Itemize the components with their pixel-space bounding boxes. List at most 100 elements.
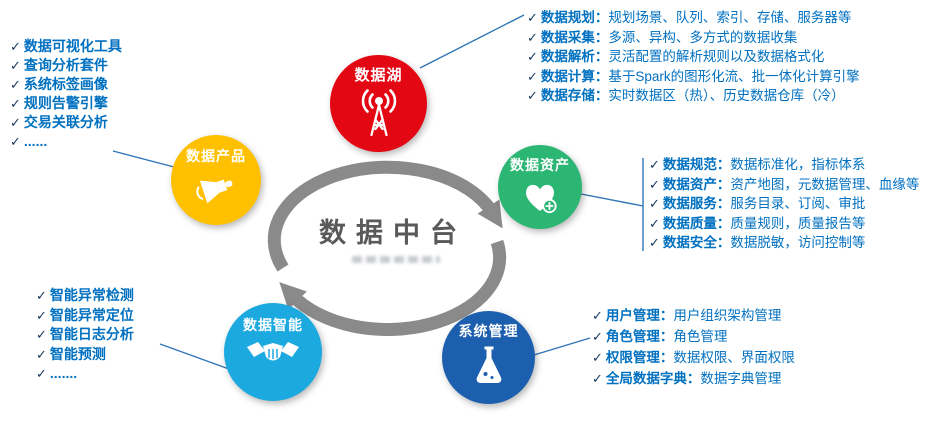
feature-item: ✓权限管理：数据权限、界面权限 bbox=[592, 347, 795, 368]
check-icon: ✓ bbox=[592, 308, 603, 323]
check-icon: ✓ bbox=[10, 115, 21, 130]
feature-desc: 多源、异构、多方式的数据收集 bbox=[608, 29, 798, 45]
node-data-product: 数据产品 bbox=[171, 135, 261, 225]
check-icon: ✓ bbox=[10, 39, 21, 54]
feature-term: 数据质量： bbox=[662, 215, 731, 231]
feature-item: ✓智能预测 bbox=[36, 345, 134, 365]
data-product-feature-list: ✓数据可视化工具 ✓查询分析套件 ✓系统标签画像 ✓规则告警引擎 ✓交易关联分析… bbox=[10, 37, 122, 151]
feature-term: 权限管理： bbox=[605, 350, 674, 365]
check-icon: ✓ bbox=[592, 350, 603, 365]
feature-item: ✓查询分析套件 bbox=[10, 56, 122, 75]
check-icon: ✓ bbox=[36, 327, 47, 342]
node-label: 数据产品 bbox=[186, 148, 246, 164]
feature-item: ✓数据资产：资产地图，元数据管理、血缘等 bbox=[649, 175, 919, 195]
broadcast-tower-icon bbox=[357, 88, 401, 138]
feature-desc: 数据标准化，指标体系 bbox=[730, 157, 866, 172]
connector-line-lake bbox=[419, 14, 525, 69]
node-data-lake: 数据湖 bbox=[330, 55, 427, 152]
check-icon: ✓ bbox=[592, 371, 603, 386]
feature-term: 数据安全： bbox=[662, 235, 731, 250]
data-lake-feature-list: ✓数据规划：规划场景、队列、索引、存储、服务器等 ✓数据采集：多源、异构、多方式… bbox=[527, 8, 860, 106]
feature-term: 数据资产： bbox=[662, 176, 731, 192]
check-icon: ✓ bbox=[649, 235, 660, 250]
check-icon: ✓ bbox=[36, 346, 47, 362]
feature-desc: 灵活配置的解析规则以及数据格式化 bbox=[608, 49, 825, 64]
feature-item: ✓...... bbox=[10, 132, 122, 151]
connector-line-asset bbox=[580, 193, 644, 207]
feature-desc: 服务目录、订阅、审批 bbox=[730, 196, 866, 211]
feature-desc: 规划场景、队列、索引、存储、服务器等 bbox=[608, 10, 852, 25]
feature-term: 角色管理： bbox=[605, 329, 674, 344]
node-label: 系统管理 bbox=[458, 323, 519, 339]
check-icon: ✓ bbox=[527, 88, 538, 103]
feature-desc: 用户组织架构管理 bbox=[673, 308, 782, 323]
feature-item: ✓数据规划：规划场景、队列、索引、存储、服务器等 bbox=[527, 8, 860, 28]
connector-line-intelligence bbox=[159, 343, 230, 370]
flask-icon bbox=[471, 343, 507, 387]
feature-desc: 质量规则，质量报告等 bbox=[730, 215, 866, 231]
feature-term: ....... bbox=[49, 365, 78, 381]
feature-term: 查询分析套件 bbox=[23, 57, 108, 73]
feature-term: 数据解析： bbox=[540, 49, 609, 64]
feature-item: ✓数据存储：实时数据区（热）、历史数据仓库（冷） bbox=[527, 86, 860, 106]
center-subtext-blur bbox=[352, 256, 440, 263]
feature-term: 系统标签画像 bbox=[23, 76, 108, 92]
feature-term: 智能日志分析 bbox=[49, 326, 134, 342]
node-data-intelligence: 数据智能 bbox=[224, 303, 322, 401]
check-icon: ✓ bbox=[36, 366, 47, 381]
feature-term: 交易关联分析 bbox=[23, 114, 108, 130]
check-icon: ✓ bbox=[10, 77, 21, 92]
feature-item: ✓用户管理：用户组织架构管理 bbox=[592, 305, 795, 326]
feature-term: 数据计算： bbox=[540, 68, 609, 84]
feature-term: 智能异常检测 bbox=[49, 287, 134, 303]
data-asset-feature-list: ✓数据规范：数据标准化，指标体系 ✓数据资产：资产地图，元数据管理、血缘等 ✓数… bbox=[649, 155, 919, 253]
check-icon: ✓ bbox=[36, 288, 47, 303]
feature-desc: 角色管理 bbox=[673, 329, 728, 344]
feature-term: ...... bbox=[23, 133, 48, 149]
check-icon: ✓ bbox=[649, 176, 660, 192]
feature-term: 智能异常定位 bbox=[49, 306, 134, 323]
feature-item: ✓....... bbox=[36, 364, 134, 384]
feature-item: ✓数据解析：灵活配置的解析规则以及数据格式化 bbox=[527, 47, 860, 67]
node-label: 数据资产 bbox=[510, 157, 570, 173]
feature-term: 数据规范： bbox=[662, 157, 731, 172]
feature-item: ✓规则告警引擎 bbox=[10, 94, 122, 113]
node-data-asset: 数据资产 bbox=[498, 145, 582, 229]
feature-item: ✓数据计算：基于Spark的图形化流、批一体化计算引擎 bbox=[527, 67, 860, 87]
feature-item: ✓数据可视化工具 bbox=[10, 37, 122, 56]
feature-term: 全局数据字典： bbox=[605, 371, 701, 386]
feature-term: 数据规划： bbox=[540, 10, 609, 25]
feature-term: 用户管理： bbox=[605, 308, 674, 323]
feature-desc: 数据字典管理 bbox=[700, 371, 782, 386]
megaphone-icon bbox=[196, 168, 236, 208]
feature-item: ✓数据安全：数据脱敏，访问控制等 bbox=[649, 233, 919, 253]
feature-term: 数据存储： bbox=[540, 88, 609, 103]
feature-item: ✓交易关联分析 bbox=[10, 113, 122, 132]
heart-plus-icon bbox=[520, 177, 560, 215]
feature-item: ✓数据质量：质量规则，质量报告等 bbox=[649, 214, 919, 234]
handshake-icon bbox=[247, 337, 299, 369]
check-icon: ✓ bbox=[527, 68, 538, 84]
feature-desc: 数据脱敏，访问控制等 bbox=[730, 235, 866, 250]
check-icon: ✓ bbox=[592, 329, 603, 344]
feature-item: ✓智能异常定位 bbox=[36, 306, 134, 326]
check-icon: ✓ bbox=[527, 29, 538, 45]
feature-item: ✓数据规范：数据标准化，指标体系 bbox=[649, 155, 919, 175]
connector-line-product bbox=[112, 150, 175, 168]
check-icon: ✓ bbox=[649, 157, 660, 172]
feature-item: ✓数据采集：多源、异构、多方式的数据收集 bbox=[527, 28, 860, 48]
feature-desc: 数据权限、界面权限 bbox=[673, 350, 795, 365]
feature-term: 数据服务： bbox=[662, 196, 731, 211]
feature-item: ✓智能异常检测 bbox=[36, 286, 134, 306]
center-title: 数据中台 bbox=[319, 218, 467, 248]
node-label: 数据湖 bbox=[354, 67, 403, 84]
check-icon: ✓ bbox=[649, 215, 660, 231]
feature-item: ✓系统标签画像 bbox=[10, 75, 122, 94]
feature-term: 智能预测 bbox=[49, 345, 106, 362]
check-icon: ✓ bbox=[649, 196, 660, 211]
feature-item: ✓角色管理：角色管理 bbox=[592, 326, 795, 347]
check-icon: ✓ bbox=[10, 134, 21, 149]
check-icon: ✓ bbox=[10, 96, 21, 111]
